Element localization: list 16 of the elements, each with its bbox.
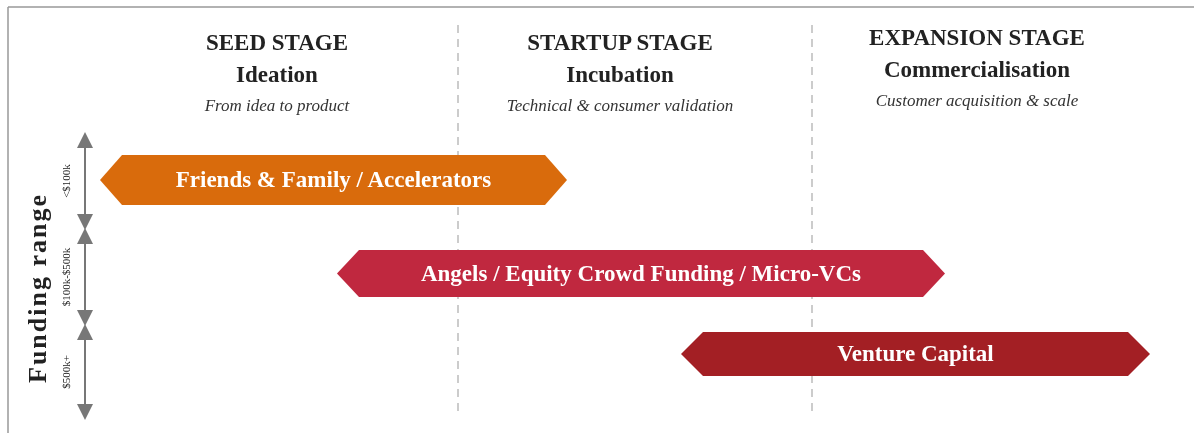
funding-source-banner: Venture Capital (681, 332, 1150, 376)
axis-title: Funding range (23, 193, 53, 383)
stage-name: Incubation (566, 62, 674, 88)
stage-name: Ideation (236, 62, 318, 88)
stage-title: EXPANSION STAGE (869, 25, 1085, 51)
stage-title: SEED STAGE (205, 30, 349, 56)
stage-name: Commercialisation (883, 57, 1071, 83)
range-label: <$100k (60, 164, 72, 198)
stage-description: From idea to product (204, 96, 350, 116)
stage-description: Customer acquisition & scale (875, 91, 1079, 111)
funding-source-banner: Friends & Family / Accelerators (100, 155, 567, 205)
stage-description: Technical & consumer validation (506, 96, 734, 116)
funding-source-banner: Angels / Equity Crowd Funding / Micro-VCs (337, 250, 945, 297)
stage-title: STARTUP STAGE (527, 30, 713, 56)
range-label: $100k-$500k (60, 247, 72, 307)
range-label: $500k+ (60, 355, 72, 389)
